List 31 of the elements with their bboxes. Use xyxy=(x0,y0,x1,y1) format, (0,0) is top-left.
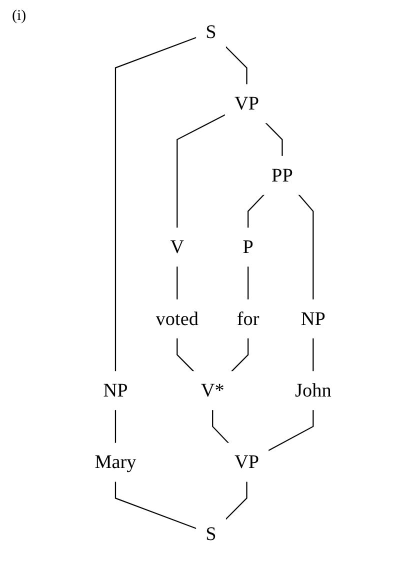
connector xyxy=(176,338,194,372)
connector xyxy=(176,266,178,300)
node-text: VP xyxy=(234,451,260,473)
figure-label: (i) xyxy=(12,8,26,24)
connector xyxy=(176,114,226,228)
connector xyxy=(225,481,248,520)
node-text: NP xyxy=(300,308,326,330)
node-text: for xyxy=(236,308,260,330)
connector xyxy=(248,194,265,228)
node-text: V xyxy=(170,236,184,258)
node-text: P xyxy=(242,236,254,258)
connector xyxy=(298,194,314,300)
connector xyxy=(248,266,249,300)
node-text: S xyxy=(206,523,216,544)
node-text: Mary xyxy=(94,451,136,473)
node-text: John xyxy=(295,380,332,402)
node-text: PP xyxy=(272,164,293,186)
connector xyxy=(114,36,197,372)
node-text: voted xyxy=(156,308,198,330)
connector xyxy=(312,338,314,372)
connector xyxy=(114,481,197,530)
connector xyxy=(230,338,249,372)
connector xyxy=(268,410,314,452)
node-text: VP xyxy=(234,92,260,114)
connector xyxy=(225,46,248,85)
connector xyxy=(265,122,283,156)
connector xyxy=(212,410,230,444)
node-text: NP xyxy=(103,380,128,402)
node-text: V* xyxy=(200,380,224,402)
connector xyxy=(114,410,116,444)
node-text: S xyxy=(206,20,216,42)
